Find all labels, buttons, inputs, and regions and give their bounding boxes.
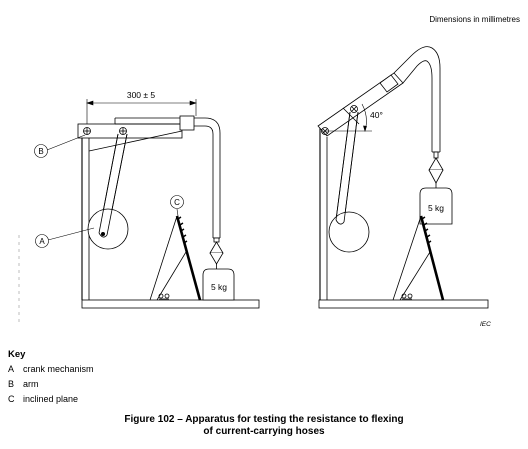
- callout-c-label: C: [174, 198, 180, 207]
- left-arm: [77, 123, 183, 139]
- left-weight: [202, 268, 235, 301]
- dimension-300: [86, 99, 197, 124]
- caption-line-1: Figure 102 – Apparatus for testing the r…: [124, 414, 404, 425]
- right-apparatus: [317, 46, 489, 309]
- right-crank-wheel: [328, 211, 370, 253]
- iec-mark: IEC: [480, 321, 491, 328]
- right-inclined-plane: [419, 215, 445, 301]
- callout-a: [35, 227, 95, 248]
- figure-caption: Figure 102 – Apparatus for testing the r…: [0, 414, 528, 438]
- callout-b: [34, 134, 86, 158]
- key-item-text: inclined plane: [23, 394, 79, 404]
- right-weight-label: 5 kg: [428, 203, 444, 213]
- key-item-letter: C: [8, 394, 15, 404]
- key-item-letter: B: [8, 379, 15, 389]
- left-hose: [194, 117, 221, 238]
- dimensions-note: Dimensions in millimetres: [429, 15, 520, 24]
- callout-b-label: B: [38, 147, 43, 156]
- caption-line-2: of current-carrying hoses: [203, 426, 325, 437]
- right-base-plate: [318, 299, 489, 309]
- angle-indicator: [325, 103, 372, 133]
- left-inclined-plane: [175, 215, 202, 301]
- right-hose: [393, 46, 441, 152]
- key-item-text: crank mechanism: [23, 364, 94, 374]
- dimension-300-label: 300 ± 5: [127, 90, 156, 100]
- left-apparatus: [77, 115, 260, 309]
- right-weight: [419, 187, 453, 225]
- callout-a-label: A: [39, 237, 45, 246]
- left-base-plate: [81, 299, 260, 309]
- callout-c: [170, 195, 184, 217]
- left-weight-label: 5 kg: [211, 282, 227, 292]
- key-item-letter: A: [8, 364, 15, 374]
- left-hose-clamp: [179, 115, 195, 131]
- key-title: Key: [8, 349, 26, 360]
- key-item-text: arm: [23, 379, 39, 389]
- angle-label: 40°: [370, 110, 383, 120]
